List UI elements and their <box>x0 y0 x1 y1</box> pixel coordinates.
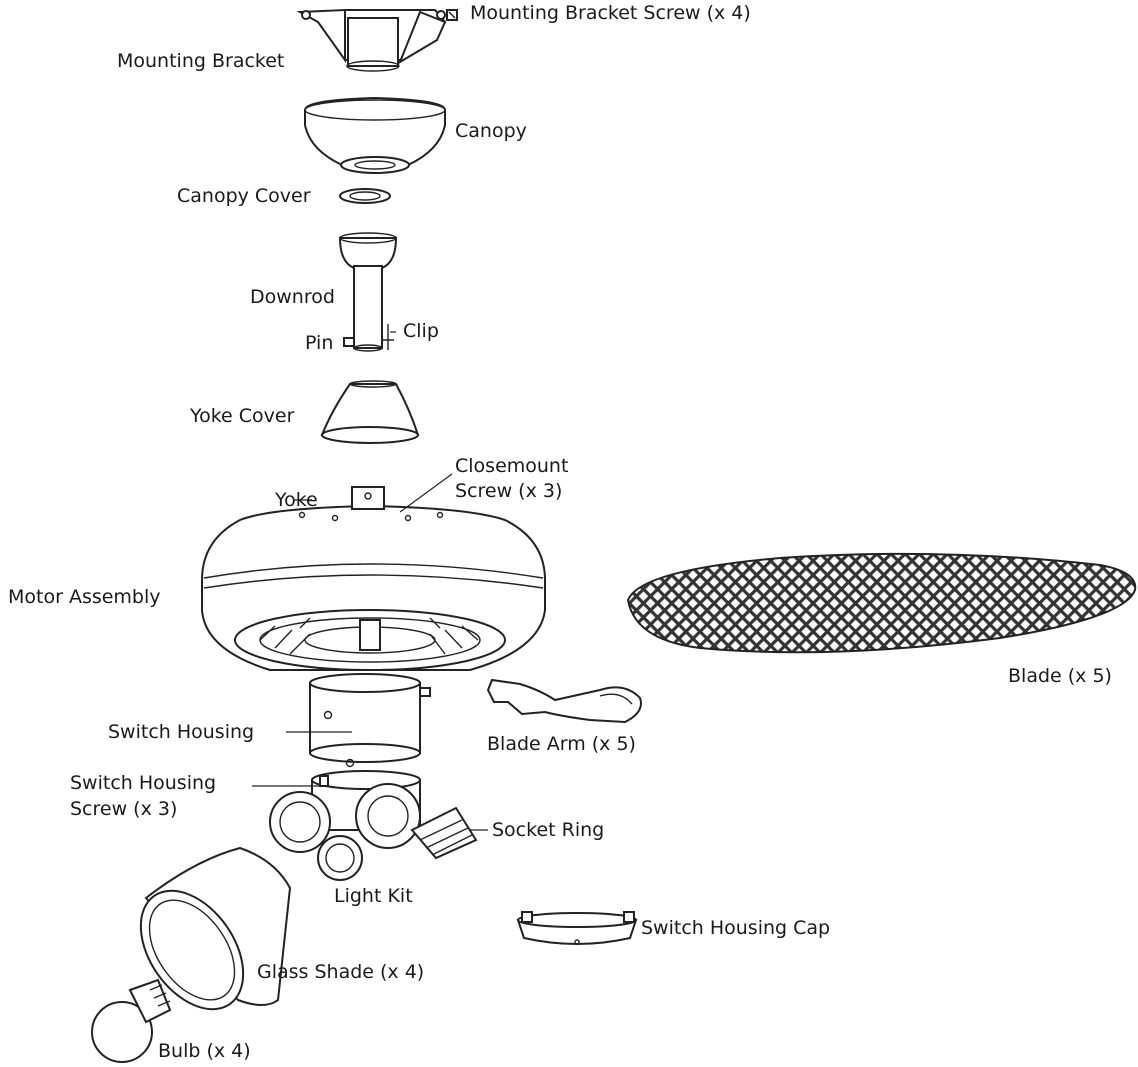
closemount-screw-label-line1: Closemount <box>455 455 569 477</box>
light-kit-label: Light Kit <box>334 885 413 907</box>
mounting-bracket-shape <box>296 8 447 72</box>
canopy-cover-label: Canopy Cover <box>177 185 311 207</box>
blade-arm-label: Blade Arm (x 5) <box>487 733 636 755</box>
switch-housing-screw-label-line2: Screw (x 3) <box>70 798 178 820</box>
glass-shade-label: Glass Shade (x 4) <box>257 961 425 983</box>
clip-label: Clip <box>403 320 439 342</box>
canopy-label: Canopy <box>455 120 527 142</box>
motor-assembly-label: Motor Assembly <box>8 586 161 608</box>
switch-housing-shape <box>309 673 431 768</box>
downrod-label: Downrod <box>250 286 335 308</box>
bulb-shape <box>91 978 172 1063</box>
light-kit-shape <box>269 770 478 881</box>
blade-arm-shape <box>486 678 642 724</box>
pin-label: Pin <box>305 332 334 354</box>
mounting-bracket-screw-label: Mounting Bracket Screw (x 4) <box>470 2 751 24</box>
blade-label: Blade (x 5) <box>1008 665 1112 687</box>
mounting-bracket-label: Mounting Bracket <box>117 50 285 72</box>
canopy-shape <box>304 96 446 174</box>
switch-housing-cap-shape <box>516 911 638 945</box>
yoke-shape <box>298 486 444 522</box>
blade-shape <box>626 552 1137 654</box>
yoke-label: Yoke <box>275 489 318 511</box>
glass-shade-shape <box>139 846 292 1011</box>
yoke-cover-shape <box>320 380 420 444</box>
clip-shape <box>382 324 394 350</box>
canopy-cover-shape <box>339 188 391 204</box>
switch-housing-screw-label-line1: Switch Housing <box>70 772 217 794</box>
yoke-cover-label: Yoke Cover <box>190 405 295 427</box>
mounting-bracket-screw-shape <box>446 9 458 21</box>
closemount-screw-label-line2: Screw (x 3) <box>455 480 563 502</box>
socket-ring-label: Socket Ring <box>492 819 605 841</box>
switch-housing-label: Switch Housing <box>108 721 255 743</box>
switch-housing-cap-label: Switch Housing Cap <box>641 917 831 939</box>
downrod-shape <box>338 232 398 352</box>
pin-shape <box>343 337 355 347</box>
bulb-label: Bulb (x 4) <box>158 1040 251 1062</box>
motor-assembly-shape <box>201 504 546 671</box>
leader-lines <box>252 331 488 831</box>
